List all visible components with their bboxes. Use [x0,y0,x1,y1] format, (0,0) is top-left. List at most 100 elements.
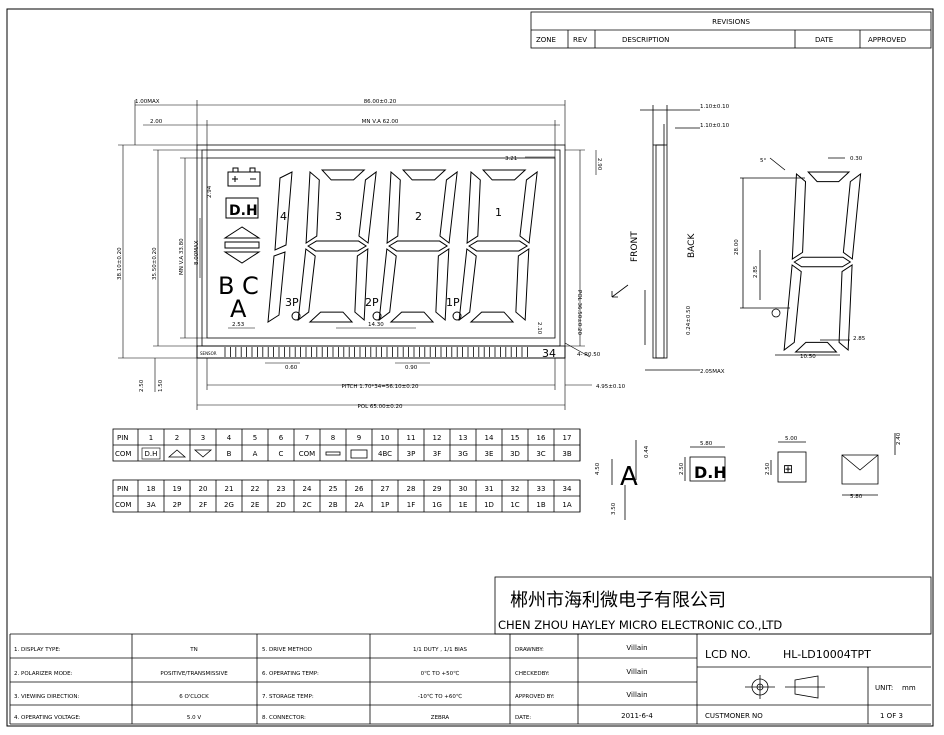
company-en-name: CHEN ZHOU HAYLEY MICRO ELECTRONIC CO.,LT… [498,618,782,632]
pin-number-cell: 10 [381,434,390,442]
pin-number-cell: 31 [485,485,494,493]
detail-battery-icon: ⊞ [783,462,793,476]
spec-value: 0℃ TO +50℃ [421,670,460,677]
pin-com-cell: 3E [485,450,494,458]
dim-250: 2.50 [139,379,145,392]
seg-030: 0.30 [850,156,863,162]
digit-4-bottom [267,251,286,323]
up-arrow-icon [223,226,261,239]
side-back-label: BACK [687,233,697,258]
dp-1p-label: 1P [446,296,460,309]
dh-label: D.H [229,203,258,219]
dim-060: 0.60 [285,365,298,371]
pin-com-cell: 4BC [378,450,392,458]
pin-number-cell: 13 [459,434,468,442]
pin-number-cell: 14 [485,434,494,442]
digit-2-label: 2 [415,210,422,223]
decimal-points [291,311,462,321]
dim-overall-width: 86.00±0.20 [364,99,397,105]
revisions-header-rev: REV [573,36,587,44]
digit-1-seg-b [519,170,538,244]
dim-294: 2.94 [207,185,213,198]
pin-number-cell: 32 [511,485,520,493]
lcd-front-view [196,144,566,359]
detail-seg-e [783,264,802,352]
pin-number-cell: 17 [563,434,572,442]
dim-va: MN V.A 33.80 [179,238,185,275]
pin-number-cell: 24 [303,485,312,493]
table-row-label: PIN [117,434,129,442]
detail-digit [783,171,862,353]
digit-2 [378,169,458,323]
approval-value: Villain [626,691,647,699]
company-cn-name: 郴州市海利微电子有限公司 [510,590,726,611]
dimension-lines [118,100,597,410]
approval-value: Villain [626,668,647,676]
dim-290: 2.90 [596,158,602,171]
pin-number-cell: 1 [149,434,153,442]
pin-number-cell: 19 [173,485,182,493]
approval-label: APPROVED BY: [515,694,555,700]
table-row-label: COM [115,501,131,509]
approval-label: DATE: [515,715,531,721]
spec-value: POSITIVE/TRANSMISSIVE [160,671,228,677]
digit-3-seg-a [320,169,366,181]
digit-1-seg-c [515,248,530,322]
pin-table-2: PINCOM183A192P202F212G222E232D242C252B26… [112,479,581,513]
detail-icons [611,433,896,520]
digit-2-seg-d [389,311,435,323]
lcd-digits [297,169,538,323]
down-arrow-icon [223,251,261,264]
detail-seg-a [807,171,851,183]
dp-1p-dot [452,311,462,321]
pin-com-cell: D.H [145,450,158,458]
dim-321: 3.21 [505,156,517,162]
digit-3 [297,169,377,323]
spec-label: 7. STORAGE TEMP: [262,694,314,700]
pin-number-cell: 25 [329,485,338,493]
pin-com-cell: 2E [251,501,260,509]
spec-value: 6 O'CLOCK [179,694,209,700]
pin-com-cell: 3D [510,450,520,458]
digit-2-seg-e [378,248,397,322]
revisions-header-approved: APPROVED [868,36,906,44]
dim-150: 1.50 [158,379,164,392]
letter-b: B [218,272,234,300]
pin-number-cell: 15 [511,434,520,442]
dim-8max: 8.00MAX [194,240,200,265]
pin-com-cell: 2P [173,501,182,509]
digit-1 [458,169,538,323]
pin-com-cell: A [253,450,258,458]
detail-seg-f [791,172,807,260]
pin-number-cell: 22 [251,485,260,493]
digit-3-seg-e [297,248,316,322]
pin-com-cell: COM [299,450,315,458]
letter-a: A [230,295,247,323]
pin-number-cell: 6 [279,434,284,442]
lcd-no-label: LCD NO. [705,648,751,661]
dim-100max: 1.00MAX [135,99,160,105]
down-arrow-icon [193,449,213,458]
detail-seg-b [842,172,862,260]
dim-va-height: 35.50±0.20 [152,247,158,280]
dim-210: 2.10 [536,322,542,335]
pin-com-cell: 3G [458,450,468,458]
dh-icon-box [141,447,161,460]
detail-dh: D.H [694,463,727,482]
pin-number-cell: 21 [225,485,234,493]
digit-3-seg-g [307,240,368,252]
spec-label: 3. VIEWING DIRECTION: [14,694,79,700]
detail-580: 5.80 [850,494,863,500]
up-arrow-icon [167,449,187,458]
spec-value: TN [189,647,197,653]
pin-com-cell: 1C [510,501,519,509]
detail-dh-h: 2.50 [679,462,685,475]
minus-bar-icon [224,241,260,249]
pin-number-cell: 29 [433,485,442,493]
pin-number-cell: 34 [563,485,572,493]
customer-label: CUSTMONER NO [705,712,763,720]
spec-label: 8. CONNECTOR: [262,715,306,721]
side-dim-110b: 1.10±0.10 [700,123,730,129]
pin-number-cell: 30 [459,485,468,493]
